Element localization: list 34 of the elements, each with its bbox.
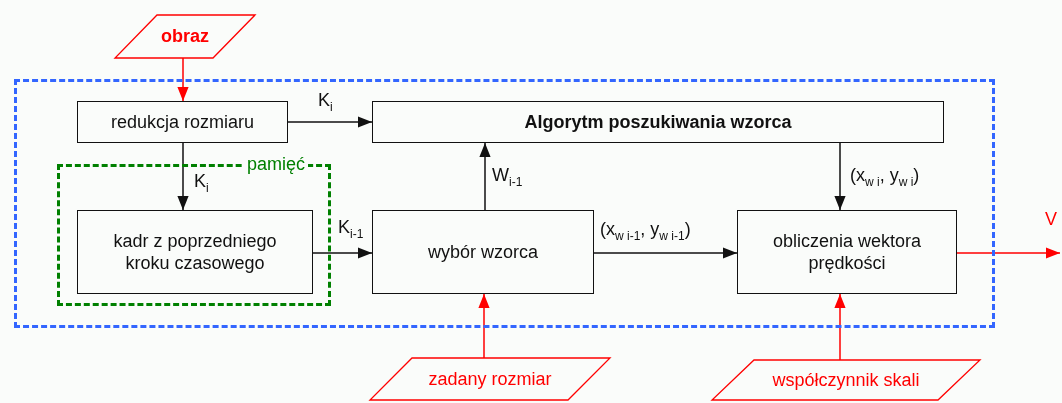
arrow <box>177 57 189 102</box>
edge-label: (x$_{w i-1}$, y$_{w i-1}$) <box>598 220 693 243</box>
process-box <box>77 210 313 294</box>
node-label: obraz <box>161 26 209 47</box>
input-parallelogram <box>370 358 610 400</box>
process-box <box>372 210 594 294</box>
node-label: współczynnik skali <box>772 369 920 391</box>
edge-label: W$_{i-1}$ <box>490 166 525 189</box>
arrow <box>593 247 738 259</box>
arrow <box>177 142 189 211</box>
node-label: zadany rozmiar <box>428 368 552 390</box>
arrow <box>834 142 846 211</box>
input-parallelogram <box>712 360 980 400</box>
group-title: pamięć <box>243 155 308 173</box>
arrow <box>287 116 373 128</box>
node-label: kadr z poprzedniego kroku czasowego <box>112 229 278 275</box>
edge-label: (x$_{w i}$, y$_{w i}$) <box>848 166 922 189</box>
process-box <box>737 210 957 294</box>
node-label: wybór wzorca <box>428 240 538 264</box>
node-label: Algorytm poszukiwania wzorca <box>524 110 792 134</box>
node-label: obliczenia wektora prędkości <box>771 229 923 275</box>
edge-label: K$_{i}$ <box>192 172 211 195</box>
arrow <box>478 293 490 359</box>
arrow <box>834 293 846 361</box>
node-label: redukcja rozmiaru <box>110 110 255 134</box>
process-box <box>372 101 944 143</box>
input-parallelogram <box>115 15 255 58</box>
arrow <box>312 247 373 259</box>
edge-label: K$_{i-1}$ <box>336 218 366 241</box>
dashed-group-frame <box>14 79 995 328</box>
process-box <box>77 101 288 143</box>
edge-label: K$_{i}$ <box>316 91 335 114</box>
arrow <box>956 247 1061 259</box>
arrow <box>479 142 491 211</box>
